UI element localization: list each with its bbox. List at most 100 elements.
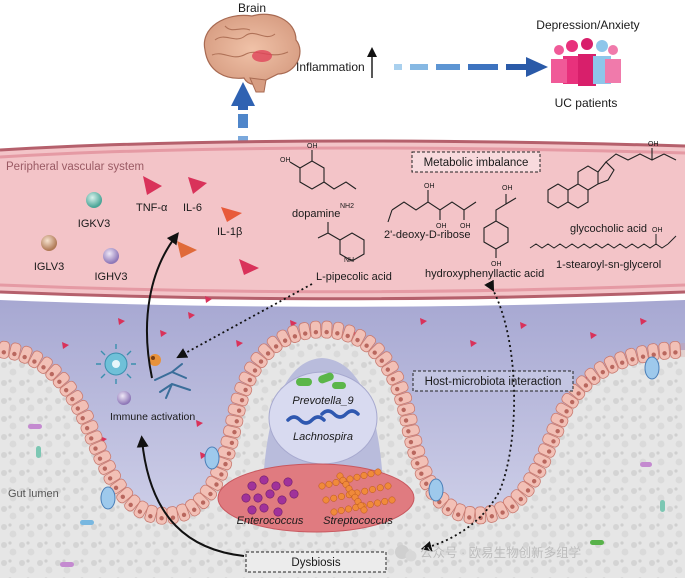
epithelial-cell xyxy=(250,352,268,368)
enterococcus-coccus xyxy=(247,481,257,491)
immune-activation-label: Immune activation xyxy=(110,411,195,423)
streptococcus-coccus xyxy=(376,484,384,492)
streptococcus-coccus xyxy=(367,470,375,478)
pipecolic-to-immune-dotted-arrow xyxy=(176,283,313,359)
epithelial-cell xyxy=(28,350,44,369)
dopamine-label: dopamine xyxy=(292,208,340,220)
epithelial-nucleus xyxy=(546,449,552,454)
epithelial-cell xyxy=(321,320,333,339)
epithelial-cell xyxy=(71,399,89,415)
dopamine-nh2: NH2 xyxy=(340,203,354,210)
epithelial-nucleus xyxy=(537,469,542,474)
streptococcus-coccus xyxy=(360,472,368,479)
epithelial-nucleus xyxy=(75,406,80,411)
streptococcus-coccus xyxy=(381,498,389,505)
epithelial-nucleus xyxy=(335,331,340,336)
lachnospira-label: Lachnospira xyxy=(293,431,353,443)
epithelial-cell xyxy=(185,498,201,517)
tnf-alpha-label: TNF-α xyxy=(136,202,168,214)
epithelial-nucleus xyxy=(234,419,239,424)
glycocholic-structure xyxy=(547,148,677,209)
epithelial-nucleus xyxy=(401,407,406,413)
epithelial-nucleus xyxy=(403,418,409,423)
epithelial-cell xyxy=(537,443,556,458)
epithelial-nucleus xyxy=(379,358,384,363)
streptococcus-coccus xyxy=(338,493,345,500)
epithelial-cell xyxy=(523,472,541,488)
epithelial-cell xyxy=(37,356,53,374)
epithelial-cell xyxy=(234,382,253,396)
uc-patients-label: UC patients xyxy=(555,96,618,110)
hpla-oh-2: OH xyxy=(491,261,502,268)
streptococcus-coccus xyxy=(322,496,330,504)
vascular-title: Peripheral vascular system xyxy=(6,161,144,173)
epithelial-cell xyxy=(542,433,561,448)
gut-lumen-label: Gut lumen xyxy=(8,488,59,500)
enterococcus-coccus xyxy=(247,505,257,515)
epithelial-cell xyxy=(463,505,476,524)
epithelial-cell xyxy=(52,371,70,389)
pipecolic-structure xyxy=(317,222,365,262)
brain-label: Brain xyxy=(238,1,266,15)
epithelial-cell xyxy=(381,360,399,376)
epithelial-cell xyxy=(375,351,393,368)
epithelial-cell xyxy=(397,402,416,416)
epithelial-cell xyxy=(80,420,99,435)
epithelial-cell xyxy=(502,496,519,514)
epithelial-cell xyxy=(341,324,356,343)
epithelial-nucleus xyxy=(273,344,279,349)
lachnospira-chains xyxy=(286,409,360,425)
goblet-cell xyxy=(100,486,116,510)
epithelial-nucleus xyxy=(385,367,391,372)
enterococcus-label: Enterococcus xyxy=(237,515,304,527)
ighv3-label: IGHV3 xyxy=(94,271,127,283)
uc-patients-icon xyxy=(551,38,621,86)
epithelial-nucleus xyxy=(70,396,75,402)
deoxyribose-oh-2: OH xyxy=(436,223,447,230)
enterococcus-coccus xyxy=(283,477,293,487)
dysbiosis-to-immune-arrow xyxy=(136,435,245,557)
dopamine-structure xyxy=(289,150,357,190)
epithelial-nucleus xyxy=(247,377,253,383)
epithelial-cell xyxy=(220,435,239,449)
epithelial-cell xyxy=(555,402,574,418)
epithelial-cell xyxy=(401,424,420,438)
epithelial-cell xyxy=(210,466,229,481)
epithelial-nucleus xyxy=(673,350,678,355)
host-microbiota-label: Host-microbiota interaction xyxy=(425,376,562,388)
epithelial-cell xyxy=(266,335,283,353)
epithelial-nucleus xyxy=(345,333,350,339)
epithelial-nucleus xyxy=(93,446,98,451)
epithelial-cell xyxy=(603,355,619,374)
epithelial-nucleus xyxy=(84,426,90,431)
epithelial-cell xyxy=(238,371,257,387)
epithelial-nucleus xyxy=(128,502,133,508)
epithelial-nucleus xyxy=(630,357,635,362)
enterococcus-coccus xyxy=(277,495,287,505)
goblet-cell xyxy=(644,356,660,380)
inflammation-label: Inflammation xyxy=(296,60,365,74)
brain-illustration xyxy=(203,13,301,93)
epithelial-cell xyxy=(546,423,565,438)
goblet-cell xyxy=(428,478,444,502)
epithelial-cell xyxy=(103,469,122,485)
epithelial-nucleus xyxy=(113,485,119,491)
epithelial-cell xyxy=(199,484,218,501)
epithelial-nucleus xyxy=(610,364,615,370)
epithelial-nucleus xyxy=(583,383,589,388)
streptococcus-coccus xyxy=(337,507,345,514)
epithelial-nucleus xyxy=(181,512,187,518)
epithelial-cell-lining xyxy=(0,320,685,525)
metabolic-imbalance-box xyxy=(411,151,541,173)
epithelial-nucleus xyxy=(551,439,556,444)
epithelial-nucleus xyxy=(651,352,656,357)
epithelial-nucleus xyxy=(640,354,646,359)
hpla-label: hydroxyphenyllactic acid xyxy=(425,268,544,280)
streptococcus-coccus xyxy=(346,475,354,483)
streptococcus-coccus xyxy=(388,496,396,504)
epithelial-nucleus xyxy=(170,515,176,520)
epithelial-cell xyxy=(193,492,210,510)
epithelial-nucleus xyxy=(208,491,213,497)
streptococcus-coccus xyxy=(318,482,326,490)
enterococcus-coccus xyxy=(273,507,283,517)
